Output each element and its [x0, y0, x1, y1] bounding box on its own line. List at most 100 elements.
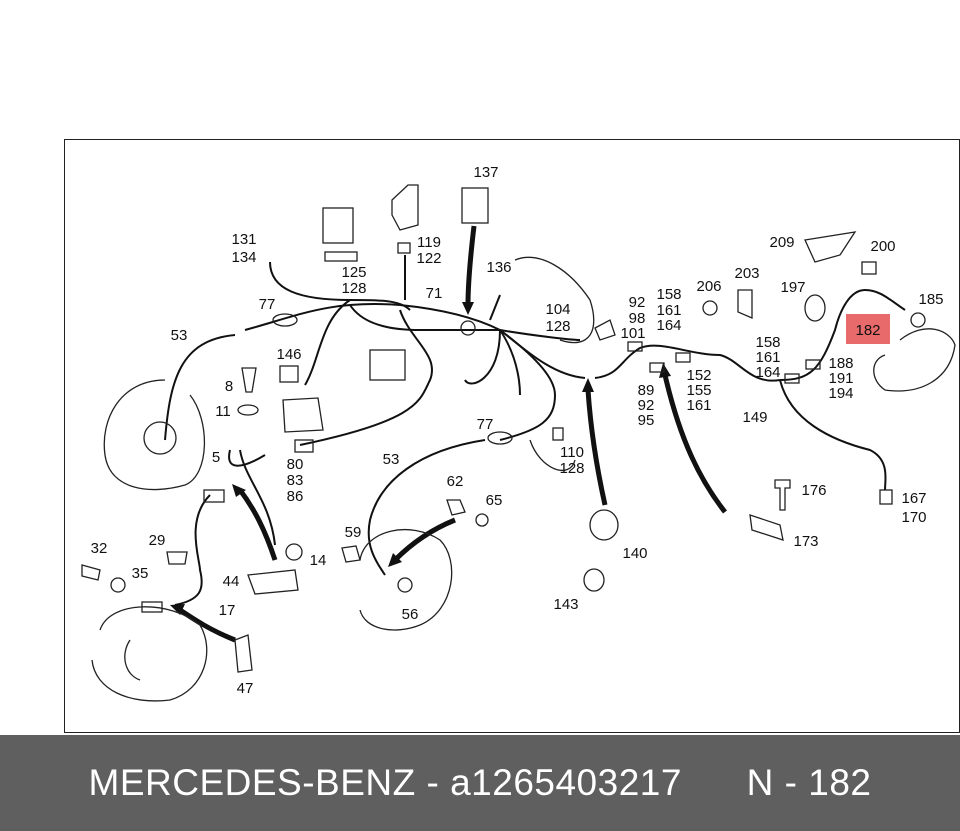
bolt-62 [446, 499, 466, 516]
callout: 185 [918, 291, 943, 308]
callout: 53 [171, 327, 188, 344]
highlight-label: 182 [855, 322, 880, 339]
brake-disc-left-front [103, 379, 206, 491]
callout: 200 [870, 238, 895, 255]
callout: 29 [149, 532, 166, 549]
callout: 77 [259, 296, 276, 313]
callout: 71 [426, 285, 443, 302]
connector-158 [784, 373, 800, 384]
bracket-80 [282, 397, 324, 433]
connector-188 [805, 359, 821, 370]
callout: 136 [486, 259, 511, 276]
bracket-44 [247, 569, 299, 595]
callout: 131 [231, 231, 256, 248]
bracket-47 [234, 634, 253, 673]
connector-110 [552, 427, 564, 441]
callout: 122 [416, 250, 441, 267]
part-number: a1265403217 [450, 762, 682, 803]
grommet-197 [804, 294, 826, 322]
screw-206 [702, 300, 718, 316]
grommet-140 [589, 509, 619, 541]
callout: 128 [559, 460, 584, 477]
callout-labels: 137 131 134 125 128 119 122 136 71 104 1… [91, 164, 944, 697]
callout: 53 [383, 451, 400, 468]
clip-17 [141, 601, 163, 613]
connector-80 [294, 439, 314, 453]
bracket-119 [391, 184, 419, 231]
callout: 155 [686, 382, 711, 399]
clip-203 [737, 289, 753, 319]
relay-137 [461, 187, 489, 224]
callout: 98 [629, 310, 646, 327]
sensor-77a [272, 313, 298, 327]
callout: 134 [231, 249, 256, 266]
callout: 158 [656, 286, 681, 303]
callout: 77 [477, 416, 494, 433]
pointer-arrows [170, 225, 727, 643]
callout: 191 [828, 370, 853, 387]
callout: 149 [742, 409, 767, 426]
callout: 5 [212, 449, 220, 466]
callout: 164 [755, 364, 780, 381]
harness-wires [164, 255, 906, 606]
washer-65 [475, 513, 489, 527]
callout: 209 [769, 234, 794, 251]
callout: 32 [91, 540, 108, 557]
callout: 140 [622, 545, 647, 562]
callout: 47 [237, 680, 254, 697]
washer-11 [237, 404, 259, 416]
nut-146 [279, 365, 299, 383]
callout: 104 [545, 301, 570, 318]
callout: 188 [828, 355, 853, 372]
callout: 101 [620, 325, 645, 342]
connector-89 [649, 362, 665, 373]
connector-152 [675, 352, 691, 363]
spacer [682, 762, 747, 804]
callout: 14 [310, 552, 327, 569]
callout: 65 [486, 492, 503, 509]
callout: 167 [901, 490, 926, 507]
callout: 176 [801, 482, 826, 499]
grommet-29 [166, 551, 188, 565]
callout: 161 [686, 397, 711, 414]
connector-104 [594, 319, 616, 341]
highlight-box [846, 314, 890, 344]
callout: 119 [417, 234, 441, 251]
gearbox-outline [529, 439, 576, 471]
brake-disc-left-rear [91, 606, 208, 702]
connector-167 [879, 489, 893, 505]
callout: 194 [828, 385, 853, 402]
callout: 173 [793, 533, 818, 550]
brand-name: MERCEDES-BENZ [88, 762, 416, 803]
callout: 206 [696, 278, 721, 295]
callout: 128 [341, 280, 366, 297]
callout: 161 [656, 302, 681, 319]
bolt-200 [861, 261, 877, 275]
callout: 161 [755, 349, 780, 366]
footer-caption: MERCEDES-BENZ - a1265403217 N - 182 [0, 735, 960, 831]
position-prefix: N - [746, 762, 809, 803]
callout: 17 [219, 602, 236, 619]
callout: 59 [345, 524, 362, 541]
callout: 158 [755, 334, 780, 351]
callout: 11 [215, 403, 231, 420]
callout: 62 [447, 473, 464, 490]
callout: 92 [629, 294, 646, 311]
brake-disc-center [359, 528, 453, 631]
nut-14 [285, 543, 303, 561]
bolt-176 [774, 479, 791, 511]
callout: 92 [638, 397, 655, 414]
position-number: 182 [808, 762, 872, 803]
callout: 128 [545, 318, 570, 335]
callout: 35 [132, 565, 149, 582]
callout: 125 [341, 264, 366, 281]
callout: 110 [560, 444, 584, 461]
washer-185 [910, 312, 926, 328]
callout: 86 [287, 488, 304, 505]
callout: 56 [402, 606, 419, 623]
connector-101 [627, 341, 643, 352]
callout: 80 [287, 456, 304, 473]
connector-5 [203, 489, 225, 503]
callout: 203 [734, 265, 759, 282]
